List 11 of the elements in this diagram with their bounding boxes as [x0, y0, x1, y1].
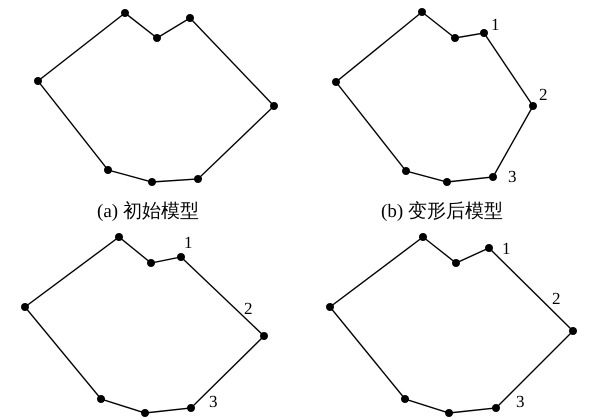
caption: (a) 初始模型: [97, 202, 199, 221]
callout-number: 3: [516, 393, 524, 410]
callout-number: 1: [491, 16, 500, 33]
callout-number: 3: [508, 168, 516, 185]
callout-number: 1: [184, 234, 192, 251]
callout-number: 3: [209, 393, 218, 410]
callout-number: 1: [502, 240, 510, 257]
callout-number: 2: [539, 86, 548, 103]
callout-number: 2: [552, 290, 560, 307]
caption: (b) 变形后模型: [381, 202, 503, 221]
callout-number: 2: [244, 300, 252, 317]
